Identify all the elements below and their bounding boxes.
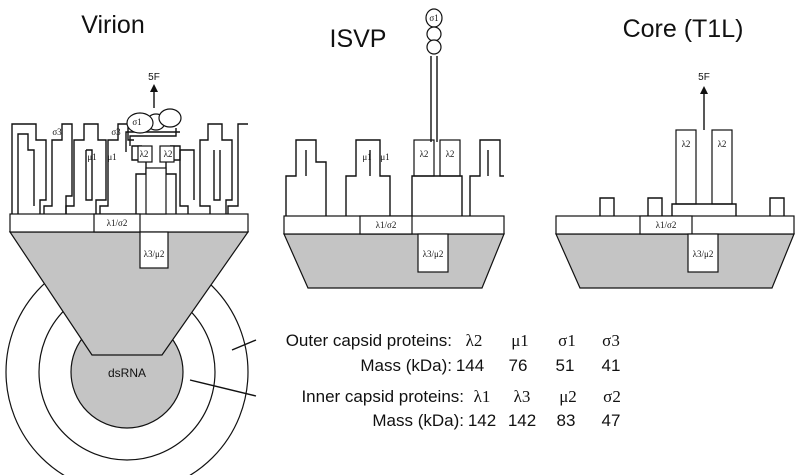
inner-mass-label: Mass (kDa):: [372, 411, 464, 430]
core-lambda2-turret: [671, 129, 737, 216]
isvp-lambda2-label-right: λ2: [446, 149, 455, 159]
panel-title-isvp: ISVP: [330, 25, 387, 53]
virion-lambda2-turret: [131, 145, 181, 215]
virion-lambda3-mu2-label: λ3/μ2: [144, 249, 165, 259]
isvp-sigma1-label: σ1: [429, 13, 438, 23]
isvp-lambda2-turret: [411, 139, 463, 216]
isvp-lambda1-sigma2-label: λ1/σ2: [376, 220, 397, 230]
virion-mu1-label-right: μ1: [107, 152, 116, 162]
core-lambda1-sigma2-label: λ1/σ2: [656, 220, 677, 230]
core-lambda2-label-left: λ2: [682, 139, 691, 149]
outer-protein-3: σ1: [558, 331, 576, 350]
core-panel: 5F λ2 λ2 λ1/σ2 λ3/μ2: [555, 72, 795, 289]
inner-capsid-leader-line: [189, 379, 257, 397]
virion-5f-arrowhead: [150, 84, 158, 92]
isvp-sigma1-fiber: [425, 8, 443, 142]
panel-title-virion: Virion: [81, 11, 144, 39]
virion-sigma1-fiber: [125, 108, 182, 152]
outer-protein-2: μ1: [511, 331, 529, 350]
outer-capsid-label: Outer capsid proteins:: [286, 331, 452, 350]
outer-mass-2: 76: [509, 356, 528, 375]
inner-capsid-label: Inner capsid proteins:: [301, 387, 464, 406]
inner-mass-1: 142: [468, 411, 496, 430]
outer-capsid-leader-line: [231, 339, 257, 351]
core-5f-label: 5F: [698, 72, 710, 83]
core-lambda1-sigma2-box: [639, 215, 693, 235]
isvp-mu1-label-left: μ1: [362, 152, 371, 162]
virion-lambda2-label-right: λ2: [164, 149, 173, 159]
outer-mass-label: Mass (kDa):: [360, 356, 452, 375]
outer-mass-4: 41: [602, 356, 621, 375]
core-lambda2-label-right: λ2: [718, 139, 727, 149]
outer-protein-1: λ2: [466, 331, 483, 350]
isvp-lambda3-mu2-label: λ3/μ2: [423, 249, 444, 259]
panel-title-core: Core (T1L): [623, 15, 744, 43]
virion-mu1-label-left: μ1: [87, 152, 96, 162]
outer-protein-4: σ3: [602, 331, 620, 350]
core-5f-arrowhead: [700, 86, 708, 94]
inner-mass-4: 47: [602, 411, 621, 430]
isvp-mu1-label-right: μ1: [380, 152, 389, 162]
inner-protein-3: μ2: [559, 387, 577, 406]
virion-outer-capsid-units: [11, 123, 248, 214]
virion-lambda1-sigma2-box: [93, 213, 141, 233]
isvp-lambda2-label-left: λ2: [420, 149, 429, 159]
virion-panel: 5F σ1 σ3 σ3 μ1 μ1 λ2 λ2 λ1/σ2 λ3/μ2 dsRN…: [5, 72, 250, 475]
isvp-lambda3-mu2-box: [417, 233, 449, 273]
inner-protein-2: λ3: [514, 387, 531, 406]
inner-protein-1: λ1: [474, 387, 491, 406]
virion-lambda3-mu2-box: [139, 231, 169, 269]
core-trapezoid: [555, 233, 795, 289]
virion-lambda1-sigma2-label: λ1/σ2: [107, 218, 128, 228]
outer-mass-1: 144: [456, 356, 484, 375]
core-lambda3-mu2-label: λ3/μ2: [693, 249, 714, 259]
virion-sigma3-label-right: σ3: [111, 127, 121, 137]
isvp-mu1-units: [285, 139, 504, 216]
virion-lambda2-label-left: λ2: [140, 149, 149, 159]
isvp-core-trapezoid: [283, 233, 505, 289]
core-lambda3-mu2-box: [687, 233, 719, 273]
inner-mass-2: 142: [508, 411, 536, 430]
virion-sigma1-label: σ1: [132, 117, 141, 127]
isvp-panel: σ1 μ1 μ1 λ2 λ2 λ1/σ2 λ3/μ2: [283, 8, 505, 289]
isvp-lambda1-sigma2-box: [359, 215, 413, 235]
virion-5f-label: 5F: [148, 72, 160, 83]
core-nodules: [599, 197, 785, 216]
dsrna-label: dsRNA: [108, 366, 146, 380]
protein-mass-table: Outer capsid proteins: λ2 μ1 σ1 σ3 Mass …: [286, 331, 621, 430]
virion-sigma3-label-left: σ3: [52, 127, 62, 137]
inner-protein-4: σ2: [603, 387, 621, 406]
outer-mass-3: 51: [556, 356, 575, 375]
inner-mass-3: 83: [557, 411, 576, 430]
